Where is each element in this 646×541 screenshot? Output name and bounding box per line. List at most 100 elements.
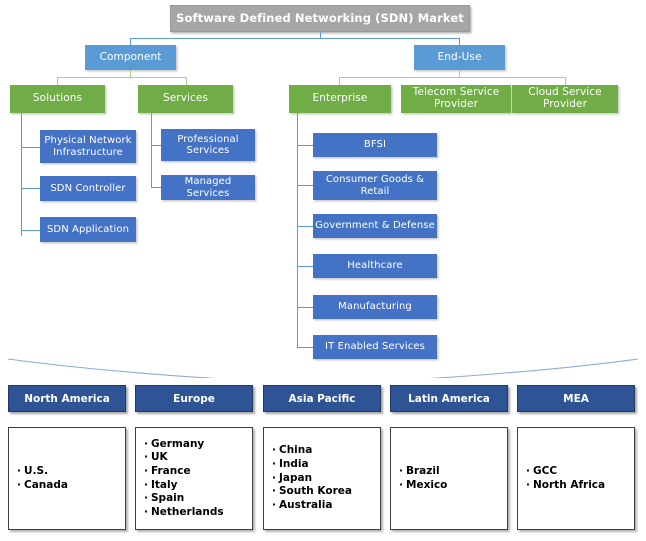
root-title-box: Software Defined Networking (SDN) Market (170, 5, 470, 32)
connector-services-branch-1 (151, 145, 161, 146)
connector-component-stem (130, 38, 131, 46)
node-cloud-service-provider[interactable]: Cloud Service Provider (512, 85, 618, 113)
connector-enterprise-stem (339, 77, 340, 85)
node-professional-services[interactable]: Professional Services (161, 129, 255, 161)
node-government-defense[interactable]: Government & Defense (313, 214, 437, 238)
region-header-north-america[interactable]: North America (8, 385, 126, 412)
connector-solutions-branch-1 (21, 147, 40, 148)
connector-enterprise-branch-1 (297, 145, 313, 146)
node-services-label: Services (162, 92, 209, 105)
node-consumer-goods-retail-label: Consumer Goods & Retail (325, 174, 425, 197)
node-component-label: Component (99, 50, 162, 63)
node-sdn-application[interactable]: SDN Application (40, 217, 136, 242)
list-item: Brazil (399, 465, 499, 479)
region-country-list-latin-america: Brazil Mexico (399, 465, 499, 492)
node-telecom-service-provider[interactable]: Telecom Service Provider (401, 85, 511, 113)
region-header-mea-label: MEA (563, 392, 589, 405)
node-end-use-label: End-Use (437, 50, 482, 63)
region-country-list-north-america: U.S. Canada (17, 465, 117, 492)
node-physical-network-infrastructure[interactable]: Physical Network Infrastructure (40, 130, 136, 163)
connector-enterprise-branch-6 (297, 347, 313, 348)
list-item: Canada (17, 479, 117, 493)
list-item: South Korea (272, 485, 372, 499)
region-card-asia-pacific: China India Japan South Korea Australia (263, 427, 381, 530)
region-country-list-europe: Germany UK France Italy Spain Netherland… (144, 438, 244, 520)
connector-enterprise-branch-2 (297, 185, 313, 186)
list-item: Australia (272, 499, 372, 513)
region-header-latin-america[interactable]: Latin America (390, 385, 508, 412)
list-item: Italy (144, 479, 244, 493)
node-it-enabled-services[interactable]: IT Enabled Services (313, 335, 437, 359)
connector-enterprise-branch-3 (297, 226, 313, 227)
node-sdn-controller-label: SDN Controller (50, 182, 126, 194)
list-item: North Africa (526, 479, 626, 493)
node-bfsi-label: BFSI (363, 139, 387, 151)
node-solutions[interactable]: Solutions (10, 85, 105, 113)
region-card-mea: GCC North Africa (517, 427, 635, 530)
region-header-mea[interactable]: MEA (517, 385, 635, 412)
node-healthcare-label: Healthcare (347, 260, 403, 272)
node-healthcare[interactable]: Healthcare (313, 254, 437, 278)
list-item: UK (144, 451, 244, 465)
node-manufacturing-label: Manufacturing (338, 301, 412, 313)
connector-services-stem (186, 77, 187, 85)
node-managed-services-label: Managed Services (184, 176, 232, 199)
region-country-list-mea: GCC North Africa (526, 465, 626, 492)
section-divider (7, 358, 639, 378)
connector-component-bus (57, 77, 187, 78)
node-enterprise-label: Enterprise (312, 92, 368, 105)
connector-enterprise-spine (297, 113, 298, 348)
region-header-asia-pacific[interactable]: Asia Pacific (263, 385, 381, 412)
connector-enterprise-branch-5 (297, 307, 313, 308)
list-item: Mexico (399, 479, 499, 493)
region-header-asia-pacific-label: Asia Pacific (288, 392, 356, 405)
connector-solutions-branch-3 (21, 230, 40, 231)
node-manufacturing[interactable]: Manufacturing (313, 295, 437, 319)
list-item: China (272, 444, 372, 458)
connector-solutions-spine (21, 113, 22, 236)
connector-component-down (130, 70, 131, 77)
list-item: Netherlands (144, 506, 244, 520)
region-header-europe[interactable]: Europe (135, 385, 253, 412)
connector-root-horizontal (130, 38, 460, 39)
node-consumer-goods-retail[interactable]: Consumer Goods & Retail (313, 171, 437, 200)
list-item: U.S. (17, 465, 117, 479)
node-government-defense-label: Government & Defense (315, 220, 435, 232)
list-item: Germany (144, 438, 244, 452)
node-professional-services-label: Professional Services (177, 133, 239, 156)
connector-cloud-stem (565, 77, 566, 85)
connector-enduse-bus (339, 77, 566, 78)
region-card-europe: Germany UK France Italy Spain Netherland… (135, 427, 253, 530)
connector-solutions-branch-2 (21, 188, 40, 189)
node-cloud-service-provider-label: Cloud Service Provider (528, 86, 602, 110)
connector-root-stem (320, 32, 321, 39)
node-it-enabled-services-label: IT Enabled Services (325, 341, 425, 353)
region-card-north-america: U.S. Canada (8, 427, 126, 530)
connector-enduse-stem (459, 38, 460, 46)
root-title-label: Software Defined Networking (SDN) Market (176, 11, 464, 26)
list-item: Spain (144, 492, 244, 506)
node-end-use[interactable]: End-Use (414, 45, 505, 70)
node-bfsi[interactable]: BFSI (313, 133, 437, 157)
region-header-north-america-label: North America (24, 392, 110, 405)
connector-enduse-down (459, 70, 460, 77)
node-physical-network-infrastructure-label: Physical Network Infrastructure (44, 135, 132, 158)
list-item: GCC (526, 465, 626, 479)
connector-enterprise-branch-4 (297, 266, 313, 267)
list-item: France (144, 465, 244, 479)
region-header-europe-label: Europe (173, 392, 215, 405)
node-telecom-service-provider-label: Telecom Service Provider (412, 86, 500, 110)
node-services[interactable]: Services (138, 85, 233, 113)
list-item: India (272, 458, 372, 472)
region-card-latin-america: Brazil Mexico (390, 427, 508, 530)
connector-solutions-stem (57, 77, 58, 85)
node-component[interactable]: Component (85, 45, 176, 70)
region-country-list-asia-pacific: China India Japan South Korea Australia (272, 444, 372, 512)
node-sdn-application-label: SDN Application (46, 223, 130, 235)
node-enterprise[interactable]: Enterprise (289, 85, 391, 113)
node-sdn-controller[interactable]: SDN Controller (40, 176, 136, 201)
list-item: Japan (272, 472, 372, 486)
node-solutions-label: Solutions (32, 92, 83, 105)
node-managed-services[interactable]: Managed Services (161, 175, 255, 200)
